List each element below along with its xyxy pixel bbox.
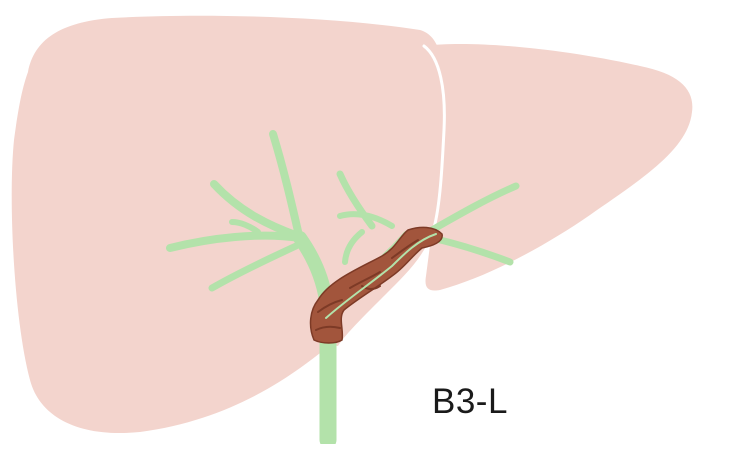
bottom-strip	[0, 444, 753, 462]
liver-right-lobe	[12, 16, 445, 433]
liver-left-lobe	[424, 44, 692, 290]
figure-label: B3-L	[432, 384, 508, 419]
